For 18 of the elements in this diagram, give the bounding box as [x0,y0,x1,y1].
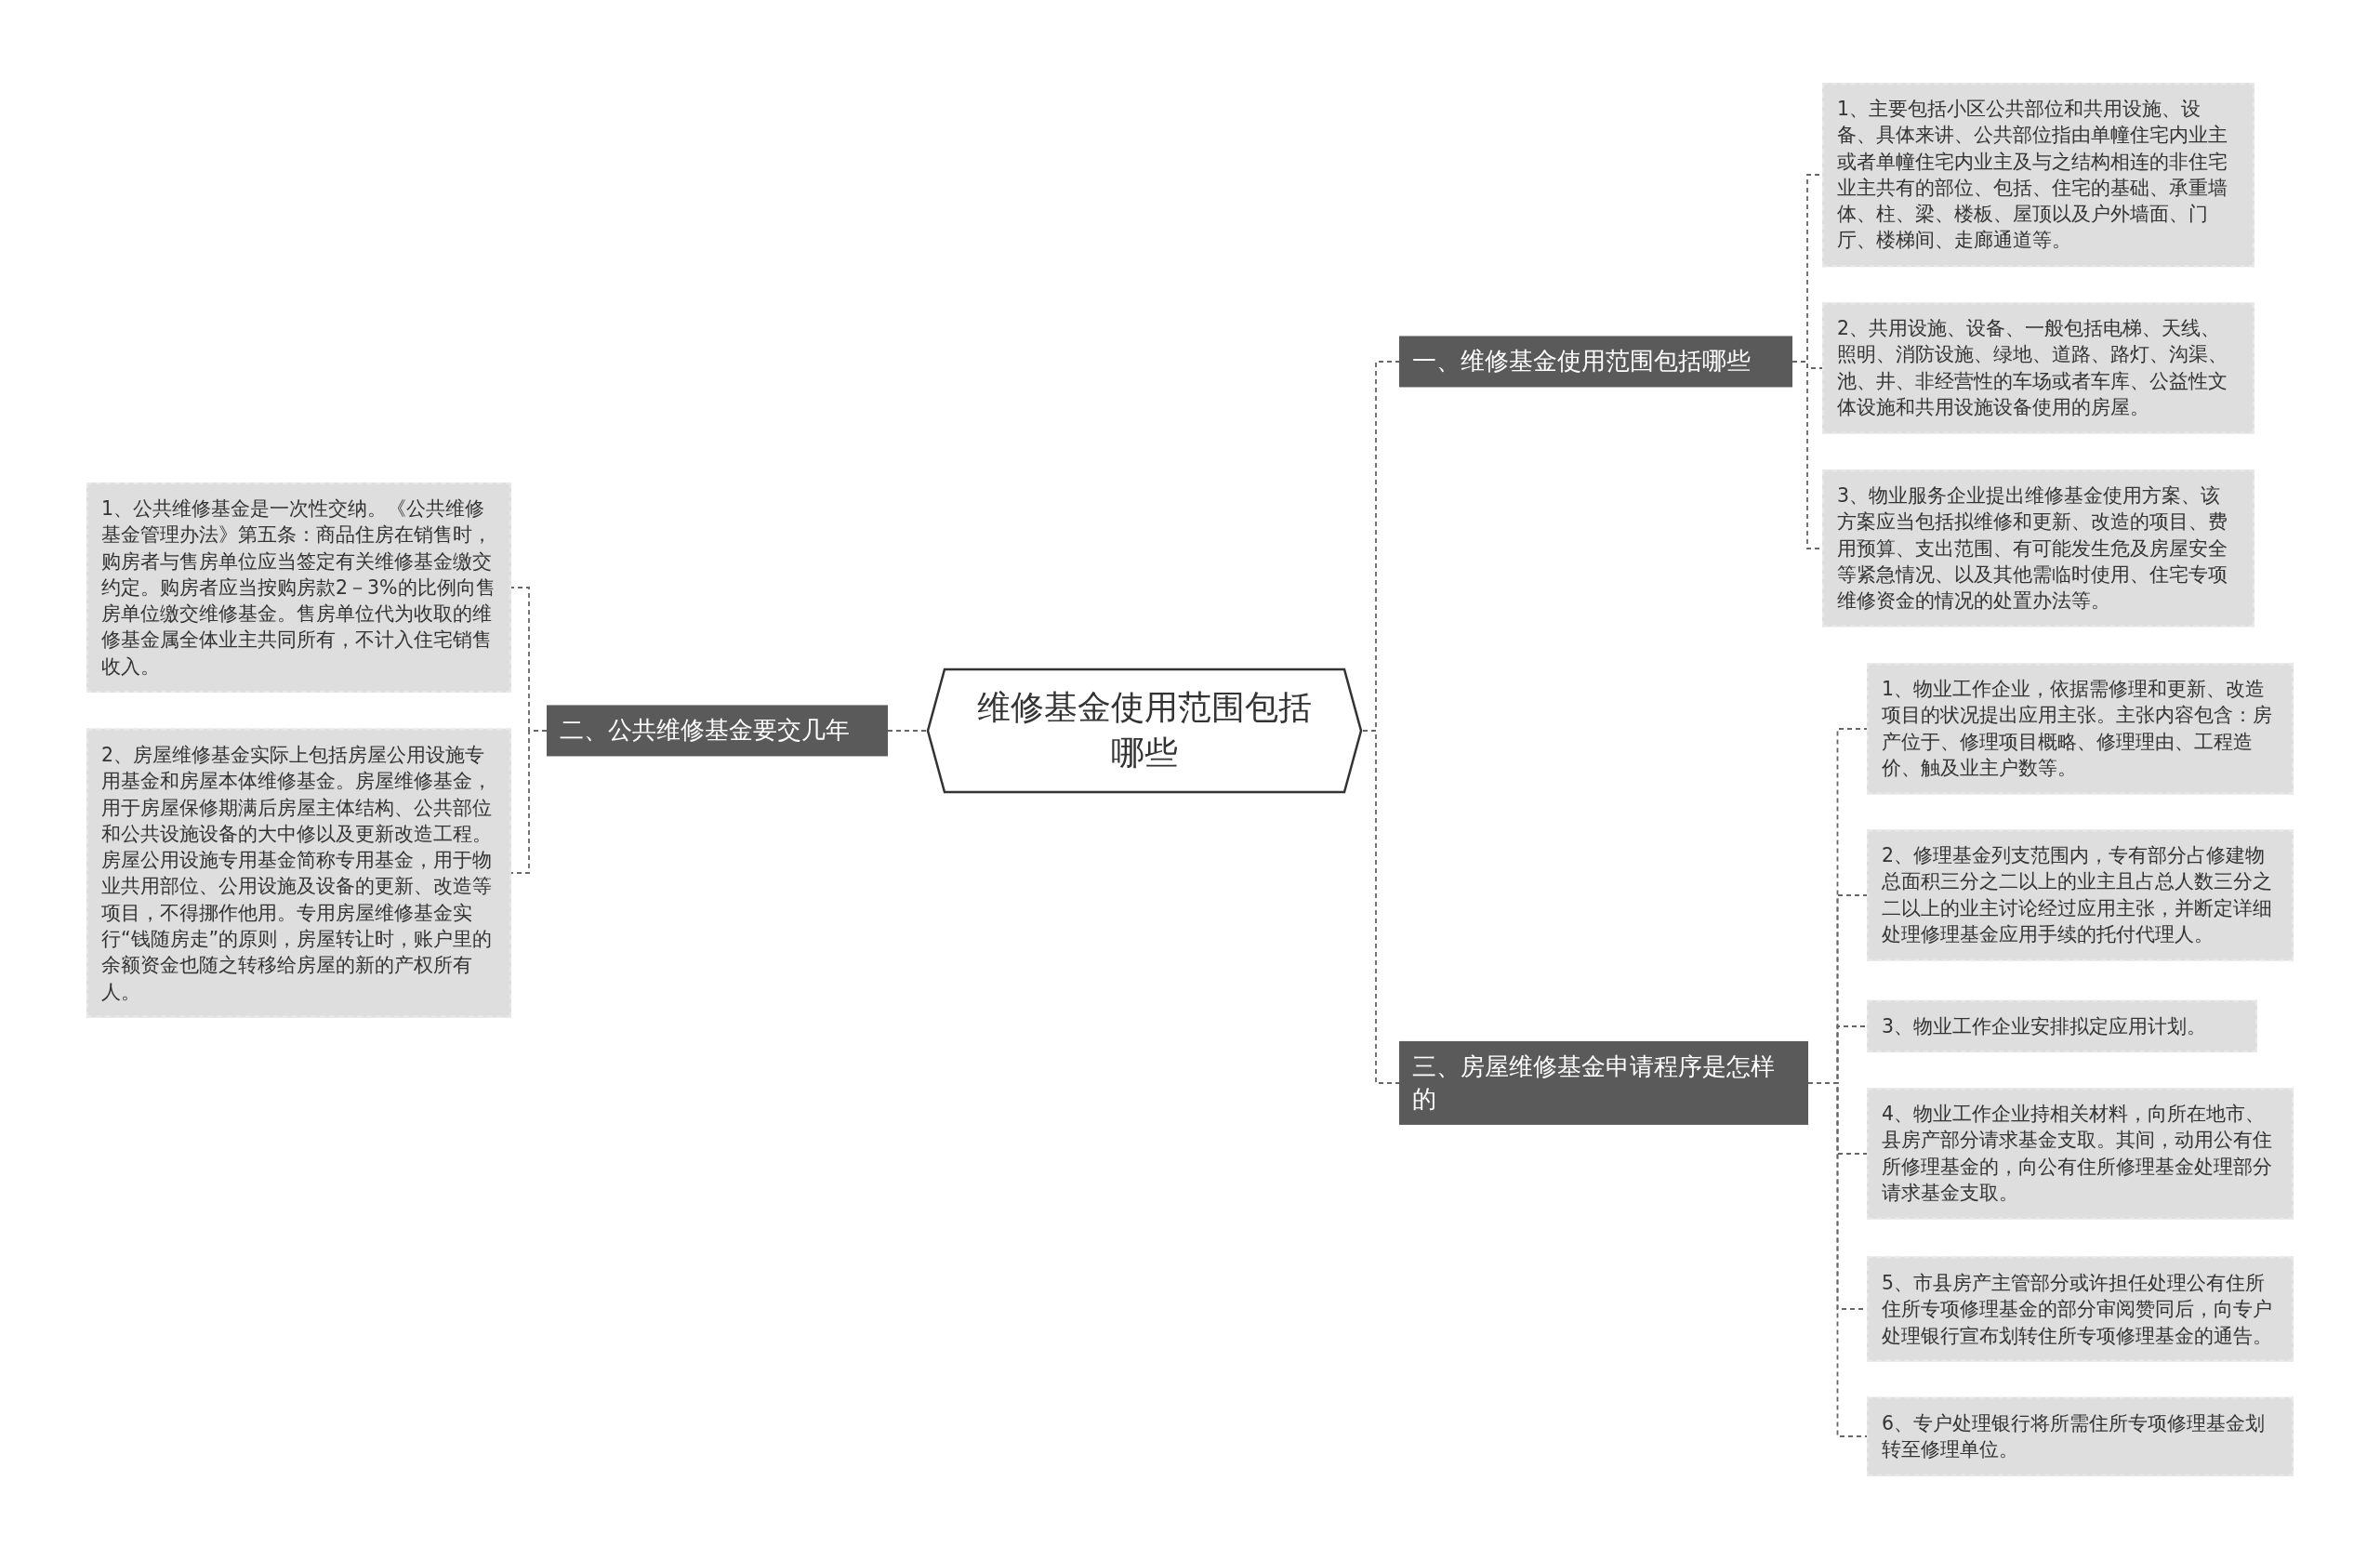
note-box: 2、共用设施、设备、一般包括电梯、天线、照明、消防设施、绿地、道路、路灯、沟渠、池、井、非经营性的车场或者车库、公益性文体设施和共用设施设备使用的房屋。 [1822,302,2254,434]
note-box: 1、公共维修基金是一次性交纳。《公共维修基金管理办法》第五条：商品住房在销售时，购房者与售房单位应当签定有关维修基金缴交约定。购房者应当按购房款2－3%的比例向售房单位缴交维修基金。售房单位代为收取的维修基金属全体业主共同所有，不计入住宅销售收入。 [86,483,511,693]
connector-line [510,730,548,874]
note-box: 3、物业服务企业提出维修基金使用方案、该方案应当包括拟维修和更新、改造的项目、费用预算、支出范围、有可能发生危及房屋安全等紧急情况、以及其他需临时使用、住宅专项维修资金的情况的处置办法等。 [1822,469,2254,628]
note-box: 4、物业工作企业持相关材料，向所在地市、县房产部分请求基金支取。其间，动用公有住所修理基金的，向公有住所修理基金处理部分请求基金支取。 [1867,1088,2294,1220]
branch-box: 三、房屋维修基金申请程序是怎样的 [1399,1040,1808,1126]
note-box: 2、房屋维修基金实际上包括房屋公用设施专用基金和房屋本体维修基金。房屋维修基金，用于房屋保修期满后房屋主体结构、公共部位和公共设施设备的大中修以及更新改造工程。房屋公用设施专用基金简称专用基金，用于物业共用部位、公用设施及设备的更新、改造等项目，不得挪作他用。专用房屋维修基金实行“钱随房走”的原则，房屋转让时，账户里的余额资金也随之转移给房屋的新的产权所有人。 [86,728,511,1018]
note-box: 1、主要包括小区公共部位和共用设施、设备、具体来讲、公共部位指由单幢住宅内业主或者单幢住宅内业主及与之结构相连的非住宅业主共有的部位、包括、住宅的基础、承重墙体、柱、梁、楼板、屋顶以及户外墙面、门厅、楼梯间、走廊通道等。 [1822,83,2254,267]
note-box: 5、市县房产主管部分或许担任处理公有住所住所专项修理基金的部分审阅赞同后，向专户处理银行宣布划转住所专项修理基金的通告。 [1867,1256,2294,1362]
note-box: 3、物业工作企业安排拟定应用计划。 [1867,999,2257,1053]
topic-text: 维修基金使用范围包括哪些 [976,687,1313,773]
note-box: 1、物业工作企业，依据需修理和更新、改造项目的状况提出应用主张。主张内容包含：房产位于、修理项目概略、修理理由、工程造价、触及业主户数等。 [1867,663,2294,795]
note-box: 2、修理基金列支范围内，专有部分占修建物总面积三分之二以上的业主且占总人数三分之二以上的业主讨论经过应用主张，并断定详细处理修理基金应用手续的托付代理人。 [1867,829,2294,961]
branch-box: 一、维修基金使用范围包括哪些 [1399,336,1792,388]
connector-line [887,730,927,732]
branch-box: 二、公共维修基金要交几年 [547,705,888,757]
topic-hexagon [926,668,1363,794]
note-box: 6、专户处理银行将所需住所专项修理基金划转至修理单位。 [1867,1396,2294,1476]
